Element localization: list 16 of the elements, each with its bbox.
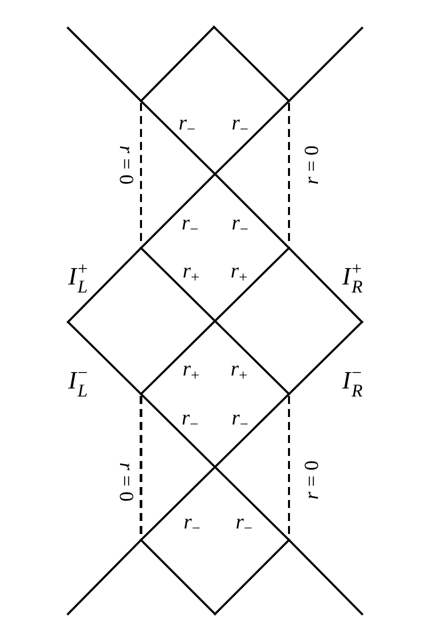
singularity-label: r = 0 [302, 460, 322, 500]
singularity-label: r = 0 [116, 145, 136, 185]
singularity-label: r = 0 [116, 462, 136, 502]
horizon-label: r$_{−}$ [232, 212, 248, 234]
horizon-label: r$_{−}$ [232, 112, 248, 134]
horizon-label: r$_{+}$ [182, 358, 200, 380]
horizon-label: r$_{−}$ [232, 408, 248, 428]
horizon-label: r$_{−}$ [236, 512, 252, 532]
horizon-label: r$_{−}$ [182, 408, 198, 428]
horizon-label: r$_{+}$ [182, 260, 200, 282]
singularity-label: r = 0 [302, 145, 322, 185]
horizon-label: r$_{−}$ [184, 512, 200, 532]
horizon-label: r$_{−}$ [178, 112, 196, 134]
horizon-label: r$_{+}$ [230, 260, 248, 282]
horizon-label: r$_{−}$ [182, 212, 198, 234]
horizon-label: r$_{+}$ [230, 358, 248, 380]
